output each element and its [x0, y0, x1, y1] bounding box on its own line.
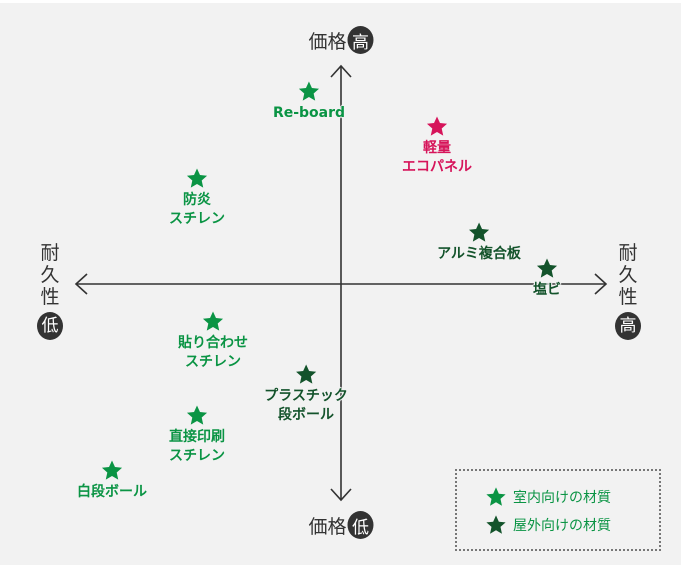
star-icon	[486, 487, 506, 506]
star-icon	[186, 168, 208, 188]
map-point: 塩ビ	[533, 257, 561, 300]
legend-label: 室内向けの材質	[513, 490, 611, 506]
point-label-line: 貼り合わせ	[178, 335, 248, 351]
arrow-left-icon	[74, 273, 88, 295]
point-label-line: プラスチック	[264, 388, 348, 404]
axis-bottom-badge: 低	[347, 511, 374, 539]
axis-right-title: 耐 久 性 高	[615, 242, 641, 340]
star-icon	[426, 116, 448, 136]
star-icon	[295, 364, 317, 384]
axis-bottom-title: 価格 低	[308, 511, 374, 539]
axis-right-badge: 高	[615, 312, 641, 340]
point-label-line: 段ボール	[277, 407, 334, 423]
point-label: 軽量エコパネル	[402, 139, 472, 177]
point-label: 貼り合わせスチレン	[178, 334, 248, 372]
point-label-line: エコパネル	[402, 159, 472, 175]
axis-right-char: 久	[618, 264, 638, 286]
map-point: 直接印刷スチレン	[169, 404, 225, 466]
star-icon	[202, 311, 224, 331]
legend: 室内向けの材質 屋外向けの材質	[455, 469, 661, 551]
star-icon	[468, 222, 490, 242]
point-label: Re-board	[273, 104, 345, 123]
point-label: アルミ複合板	[437, 245, 521, 264]
legend-item-indoor: 室内向けの材質	[485, 483, 659, 511]
point-label: 塩ビ	[533, 281, 561, 300]
star-icon	[101, 460, 123, 480]
axis-top-title: 価格 高	[308, 26, 374, 54]
map-point: 貼り合わせスチレン	[178, 310, 248, 372]
axis-left-title: 耐 久 性 低	[37, 242, 63, 340]
point-label-line: アルミ複合板	[437, 246, 521, 262]
axis-left-badge: 低	[37, 312, 63, 340]
point-label-line: スチレン	[169, 211, 225, 227]
point-label-line: 防炎	[183, 192, 211, 208]
arrow-down-icon	[330, 488, 352, 502]
axis-top-badge: 高	[347, 26, 374, 54]
map-point: 軽量エコパネル	[402, 115, 472, 177]
arrow-right-icon	[594, 273, 608, 295]
map-point: 白段ボール	[77, 459, 147, 502]
point-label: 白段ボール	[77, 483, 147, 502]
legend-item-outdoor: 屋外向けの材質	[485, 511, 659, 539]
point-label-line: スチレン	[169, 448, 225, 464]
axis-right-char: 性	[618, 286, 638, 308]
map-point: プラスチック段ボール	[264, 363, 348, 425]
axis-top-label: 価格	[308, 30, 347, 53]
star-icon	[298, 81, 320, 101]
axis-left-char: 久	[40, 264, 60, 286]
arrow-up-icon	[330, 64, 352, 78]
point-label: プラスチック段ボール	[264, 387, 348, 425]
star-icon	[486, 515, 506, 534]
point-label: 直接印刷スチレン	[169, 428, 225, 466]
axis-bottom-label: 価格	[308, 515, 347, 538]
map-point: Re-board	[273, 80, 345, 123]
point-label-line: Re-board	[272, 105, 346, 121]
axis-right-char: 耐	[618, 242, 638, 264]
point-label-line: 直接印刷	[169, 429, 225, 445]
axis-left-char: 耐	[40, 242, 60, 264]
legend-label: 屋外向けの材質	[513, 518, 611, 534]
point-label-line: スチレン	[185, 354, 241, 370]
point-label-line: 軽量	[423, 140, 451, 156]
map-point: アルミ複合板	[437, 221, 521, 264]
point-label-line: 塩ビ	[533, 282, 561, 298]
axis-left-char: 性	[40, 286, 60, 308]
star-icon	[186, 405, 208, 425]
point-label: 防炎スチレン	[169, 191, 225, 229]
map-point: 防炎スチレン	[169, 167, 225, 229]
point-label-line: 白段ボール	[77, 484, 147, 500]
star-icon	[536, 258, 558, 278]
